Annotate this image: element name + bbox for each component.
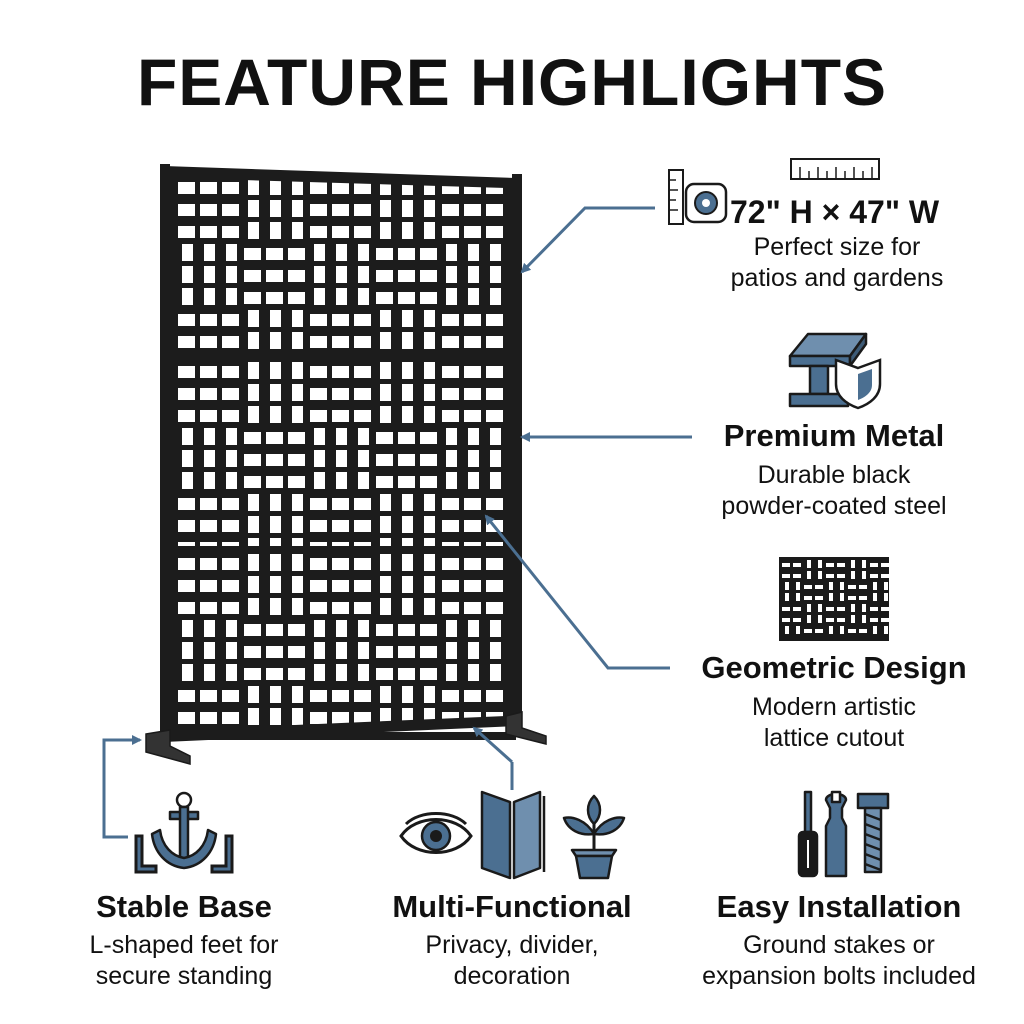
- feature-design-desc-line2: lattice cutout: [763, 724, 905, 752]
- feature-size-desc-line1: Perfect size for: [753, 233, 921, 261]
- plant-icon: [562, 794, 626, 880]
- lattice-pattern-icon: [779, 557, 889, 641]
- feature-size-title: 72" H × 47" W: [730, 194, 940, 230]
- arrow-base: [102, 735, 142, 839]
- feature-install-desc-line1: Ground stakes or: [743, 931, 935, 959]
- feature-base-desc-line1: L-shaped feet for: [89, 931, 279, 959]
- feature-metal-desc-line1: Durable black: [757, 461, 911, 489]
- folding-divider-icon: [480, 790, 546, 880]
- feature-metal-title: Premium Metal: [723, 418, 945, 453]
- eye-icon: [399, 812, 473, 854]
- arrow-multi-head: [472, 726, 514, 764]
- feature-size-desc-line2: patios and gardens: [730, 264, 944, 292]
- page-title: FEATURE HIGHLIGHTS: [136, 45, 888, 119]
- feature-base-title: Stable Base: [96, 889, 272, 924]
- feature-metal-desc-line2: powder-coated steel: [721, 492, 947, 520]
- tape-measure-icon: [668, 169, 728, 225]
- tools-icon: [797, 790, 890, 878]
- feature-install-desc-line2: expansion bolts included: [702, 962, 976, 990]
- ruler-icon: [790, 158, 880, 180]
- arrow-size: [520, 206, 655, 274]
- feature-multi-desc-line1: Privacy, divider,: [425, 931, 599, 959]
- feature-multi-desc-line2: decoration: [453, 962, 571, 990]
- feature-base-desc-line2: secure standing: [95, 962, 273, 990]
- feature-design-desc-line1: Modern artistic: [752, 693, 916, 721]
- arrow-design: [484, 514, 670, 670]
- feature-design-title: Geometric Design: [701, 650, 967, 685]
- feature-multi-title: Multi-Functional: [392, 889, 632, 924]
- anchor-icon: [134, 791, 234, 874]
- steel-beam-shield-icon: [788, 332, 882, 410]
- feature-install-title: Easy Installation: [716, 889, 962, 924]
